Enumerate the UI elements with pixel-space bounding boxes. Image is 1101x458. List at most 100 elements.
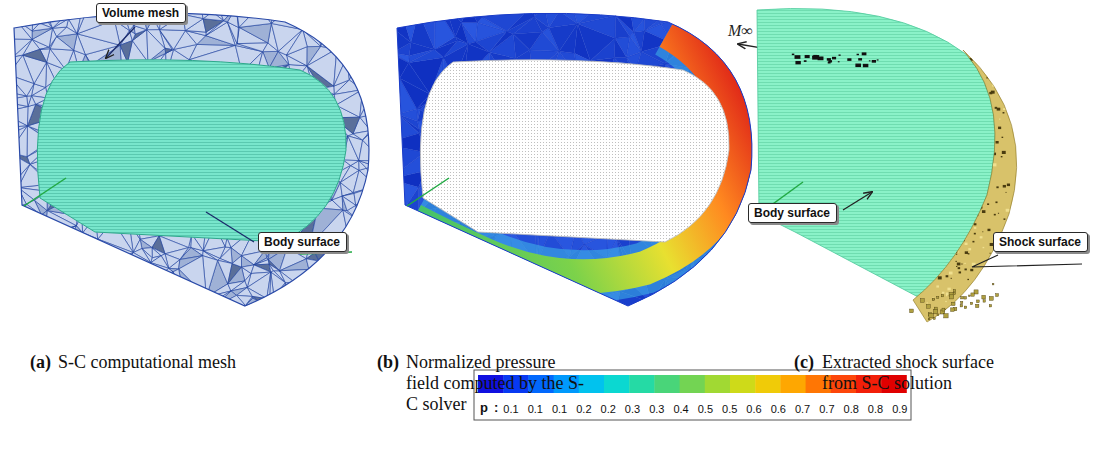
mesh-cell bbox=[394, 78, 400, 114]
mesh-cell bbox=[38, 265, 63, 285]
mesh-cell bbox=[0, 18, 32, 39]
mesh-cell bbox=[37, 215, 45, 235]
mesh-cell bbox=[127, 281, 147, 316]
mesh-cell bbox=[95, 259, 106, 263]
mesh-cell bbox=[262, 299, 269, 312]
mesh-cell bbox=[480, 256, 488, 266]
mesh-cell bbox=[435, 0, 445, 6]
mesh-cell bbox=[433, 280, 448, 285]
mesh-cell bbox=[418, 5, 434, 50]
mesh-cell bbox=[320, 11, 330, 24]
mesh-cell bbox=[728, 4, 746, 23]
mesh-cell bbox=[739, 247, 762, 263]
mesh-cell bbox=[372, 201, 387, 213]
mesh-cell bbox=[367, 247, 380, 282]
mesh-cell bbox=[678, 0, 690, 19]
mesh-cell bbox=[723, 0, 749, 4]
mesh-cell bbox=[356, 186, 377, 212]
mesh-cell bbox=[315, 290, 337, 311]
mesh-cell bbox=[271, 6, 302, 29]
colorbar-tick: 0.1 bbox=[552, 402, 567, 416]
mesh-cell bbox=[252, 0, 366, 1]
mesh-cell bbox=[306, 259, 319, 270]
mesh-cell bbox=[219, 0, 238, 8]
mesh-cell bbox=[642, 2, 650, 11]
mesh-cell bbox=[333, 276, 342, 291]
mesh-cell bbox=[61, 233, 93, 254]
mesh-cell bbox=[269, 304, 299, 317]
mesh-cell bbox=[309, 0, 316, 1]
mesh-cell bbox=[495, 265, 509, 275]
mesh-cell bbox=[699, 10, 711, 29]
mesh-cell bbox=[94, 239, 101, 259]
mesh-cell bbox=[616, 6, 634, 32]
mesh-cell bbox=[0, 85, 1, 99]
mesh-cell bbox=[34, 280, 62, 314]
mesh-cell bbox=[545, 2, 566, 11]
mesh-cell bbox=[713, 287, 738, 299]
mesh-cell bbox=[309, 0, 366, 1]
mesh-cell bbox=[176, 305, 213, 308]
mesh-cell bbox=[738, 270, 754, 306]
mesh-cell bbox=[351, 247, 378, 262]
mesh-cell bbox=[354, 307, 377, 315]
mesh-cell bbox=[717, 254, 725, 269]
colorbar-tick: 0.7 bbox=[795, 402, 810, 416]
mesh-cell bbox=[0, 184, 13, 202]
mesh-cell bbox=[350, 266, 367, 286]
mesh-cell bbox=[127, 263, 156, 281]
mesh-cell bbox=[93, 279, 116, 298]
mesh-cell bbox=[1, 112, 27, 127]
mesh-cell bbox=[0, 184, 4, 202]
mesh-cell bbox=[450, 0, 565, 3]
mesh-cell bbox=[449, 313, 615, 317]
mesh-cell bbox=[360, 94, 379, 117]
colorbar-tick: 0.8 bbox=[844, 402, 859, 416]
mesh-cell bbox=[14, 235, 46, 257]
mesh-cell bbox=[6, 206, 13, 210]
mesh-cell bbox=[206, 21, 228, 36]
mesh-cell bbox=[461, 235, 474, 263]
mesh-cell bbox=[630, 0, 644, 6]
mesh-cell bbox=[379, 213, 388, 252]
mesh-cell bbox=[333, 280, 354, 290]
mesh-cell bbox=[371, 127, 379, 131]
mesh-cell bbox=[371, 47, 387, 84]
mesh-cell bbox=[378, 313, 614, 317]
mesh-cell bbox=[198, 0, 212, 12]
mesh-cell bbox=[717, 264, 737, 286]
mesh-cell bbox=[12, 188, 26, 208]
mesh-cell bbox=[91, 0, 131, 1]
mesh-cell bbox=[379, 252, 398, 290]
mesh-cell bbox=[380, 144, 389, 213]
mesh-cell bbox=[378, 94, 383, 213]
mesh-cell bbox=[371, 29, 383, 49]
mesh-cell bbox=[372, 92, 383, 113]
mesh-cell bbox=[269, 264, 279, 271]
mesh-cell bbox=[645, 0, 689, 11]
mesh-cell bbox=[461, 22, 477, 41]
mesh-cell bbox=[375, 29, 387, 46]
mesh-cell bbox=[0, 38, 32, 57]
mesh-cell bbox=[362, 305, 377, 310]
mesh-cell bbox=[371, 12, 376, 29]
mesh-cell bbox=[298, 314, 354, 317]
mesh-cell bbox=[311, 7, 320, 20]
mesh-cell bbox=[19, 316, 298, 317]
mesh-cell bbox=[733, 289, 738, 307]
mesh-cell bbox=[19, 311, 34, 316]
mesh-cell bbox=[423, 286, 435, 301]
mesh-cell bbox=[616, 6, 630, 16]
mesh-cell bbox=[391, 54, 409, 79]
mesh-cell bbox=[40, 47, 50, 49]
mesh-cell bbox=[441, 250, 443, 268]
mesh-cell bbox=[461, 238, 481, 263]
mesh-cell bbox=[27, 104, 35, 126]
mesh-cell bbox=[341, 275, 354, 286]
mesh-cell bbox=[361, 22, 375, 29]
mesh-cell bbox=[378, 94, 394, 144]
mesh-cell bbox=[671, 312, 686, 314]
mesh-cell bbox=[402, 265, 415, 266]
mesh-cell bbox=[0, 96, 28, 106]
mesh-cell bbox=[449, 285, 473, 313]
